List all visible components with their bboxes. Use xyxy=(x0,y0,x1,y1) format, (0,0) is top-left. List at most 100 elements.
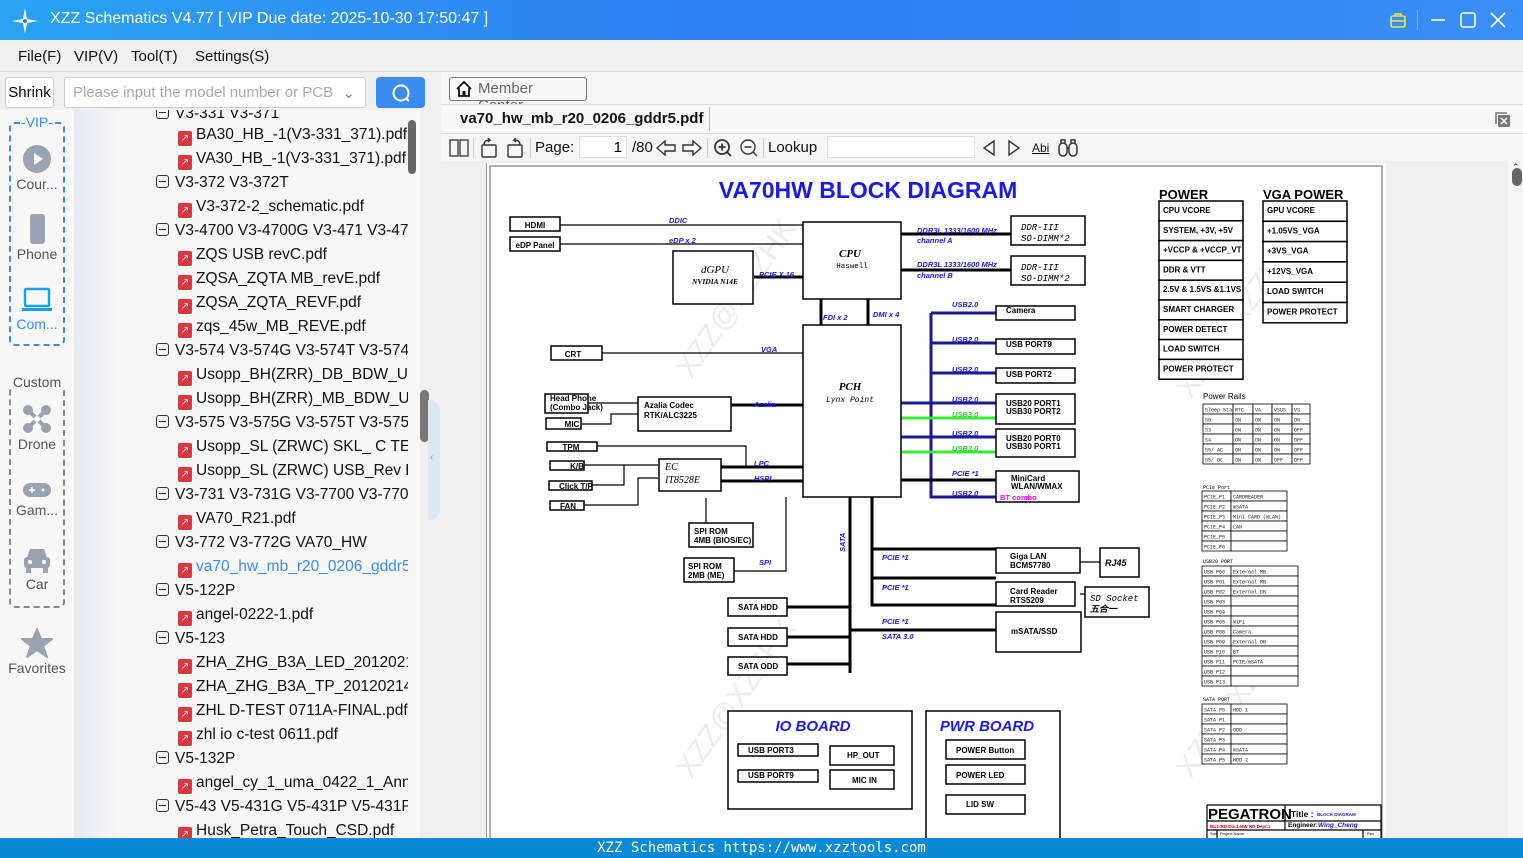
pdf-file-icon: ↗ xyxy=(178,299,192,314)
menu-file[interactable]: File(F) xyxy=(18,48,62,65)
member-center-button[interactable]: Member Center xyxy=(449,77,587,114)
tree-file-item[interactable]: ↗zhl io c-test 0611.pdf xyxy=(74,726,408,750)
collapse-icon[interactable] xyxy=(156,631,169,644)
collapse-icon[interactable] xyxy=(156,487,169,500)
lookup-input[interactable] xyxy=(827,136,975,158)
tree-file-item[interactable]: ↗ZQSA_ZQTA_REVF.pdf xyxy=(74,294,408,318)
svg-text:SD Socket: SD Socket xyxy=(1090,594,1139,604)
tree-file-item[interactable]: ↗ZHA_ZHG_B3A_TP_20120214A.pdf xyxy=(74,678,408,702)
sidebar-item-drone[interactable]: Drone xyxy=(0,404,74,452)
sidebar-item-courses[interactable]: Cour... xyxy=(0,144,74,192)
sidebar-item-car[interactable]: Car xyxy=(0,546,74,592)
tree-item-label: ZHA_ZHG_B3A_TP_20120214A.pdf xyxy=(196,678,408,695)
collapse-icon[interactable] xyxy=(156,535,169,548)
model-search-input[interactable]: Please input the model number or PCB⌄ xyxy=(64,77,366,108)
tree-file-item[interactable]: ↗ZQS USB revC.pdf xyxy=(74,246,408,270)
svg-text:USB PORT9: USB PORT9 xyxy=(1006,340,1052,349)
panel-scrollbar-thumb[interactable] xyxy=(420,390,429,442)
table-cell-text: ON xyxy=(1274,428,1280,434)
tree-group-item[interactable]: V3-772 V3-772G VA70_HW xyxy=(74,534,408,558)
shrink-button[interactable]: Shrink xyxy=(5,77,54,108)
two-page-view-icon[interactable] xyxy=(449,138,469,158)
tree-file-item[interactable]: ↗Usopp_BH(ZRR)_MB_BDW_ULT.pdf xyxy=(74,390,408,414)
pdf-file-icon: ↗ xyxy=(178,323,192,338)
table-cell-text: USB P11 xyxy=(1204,660,1225,666)
tree-group-item[interactable]: V3-574 V3-574G V3-574T V3-574TG xyxy=(74,342,408,366)
tree-file-item[interactable]: ↗va70_hw_mb_r20_0206_gddr5.pdf xyxy=(74,558,408,582)
close-button[interactable] xyxy=(1486,8,1510,32)
table-cell-text: VS xyxy=(1294,408,1300,414)
sidebar-item-favorites[interactable]: Favorites xyxy=(0,628,74,676)
tree-group-item[interactable]: V3-372 V3-372T xyxy=(74,174,408,198)
tree-group-item[interactable]: V5-122P xyxy=(74,582,408,606)
tree-file-item[interactable]: ↗VA70_R21.pdf xyxy=(74,510,408,534)
viewer-scrollbar-thumb[interactable] xyxy=(1512,168,1522,186)
svg-text:Giga LAN: Giga LAN xyxy=(1010,552,1047,561)
tree-file-item[interactable]: ↗zqs_45w_MB_REVE.pdf xyxy=(74,318,408,342)
scroll-up-icon[interactable]: ⌃ xyxy=(1512,162,1520,172)
tree-file-item[interactable]: ↗ZQSA_ZQTA MB_revE.pdf xyxy=(74,270,408,294)
document-tab[interactable]: va70_hw_mb_r20_0206_gddr5.pdf xyxy=(460,110,704,127)
vip-bag-icon[interactable] xyxy=(1386,8,1410,32)
tree-file-item[interactable]: ↗ZHL D-TEST 0711A-FINAL.pdf xyxy=(74,702,408,726)
sidebar-item-computer[interactable]: Com... xyxy=(0,286,74,332)
page-number-input[interactable]: 1 xyxy=(579,136,627,158)
tree-file-item[interactable]: ↗angel-0222-1.pdf xyxy=(74,606,408,630)
tree-group-item[interactable]: V5-132P xyxy=(74,750,408,774)
table-cell-text: External MB xyxy=(1233,580,1266,586)
rotate-right-icon[interactable] xyxy=(505,138,525,158)
rotate-left-icon[interactable] xyxy=(479,138,499,158)
collapse-icon[interactable] xyxy=(156,223,169,236)
search-button[interactable] xyxy=(376,77,425,108)
collapse-icon[interactable] xyxy=(156,751,169,764)
collapse-icon[interactable] xyxy=(156,415,169,428)
tree-file-item[interactable]: ↗angel_cy_1_uma_0422_1_Annie_ xyxy=(74,774,408,798)
tree-group-item[interactable]: V5-123 xyxy=(74,630,408,654)
tree-item-label: angel-0222-1.pdf xyxy=(196,606,314,623)
next-page-arrow-icon[interactable] xyxy=(682,138,702,158)
close-all-tabs-icon[interactable] xyxy=(1493,110,1511,133)
tree-file-item[interactable]: ↗V3-372-2_schematic.pdf xyxy=(74,198,408,222)
tree-file-item[interactable]: ↗Usopp_BH(ZRR)_DB_BDW_ULT.pdf xyxy=(74,366,408,390)
tree-group-item[interactable]: V3-4700 V3-4700G V3-471 V3-471G xyxy=(74,222,408,246)
minimize-button[interactable] xyxy=(1426,8,1450,32)
collapse-icon[interactable] xyxy=(156,799,169,812)
tree-file-item[interactable]: ↗ZHA_ZHG_B3A_LED_20120215A xyxy=(74,654,408,678)
collapse-icon[interactable] xyxy=(156,583,169,596)
menu-vip[interactable]: VIP(V) xyxy=(74,48,119,65)
sidebar-item-phone[interactable]: Phone xyxy=(0,214,74,262)
table-cell-text: S5/ AC xyxy=(1205,448,1223,454)
collapse-icon[interactable] xyxy=(156,175,169,188)
tree-scrollbar-thumb[interactable] xyxy=(408,120,416,174)
tree-group-item[interactable]: V3-731 V3-731G V3-7700 V3-7700G xyxy=(74,486,408,510)
chevron-down-icon[interactable]: ⌄ xyxy=(342,85,355,102)
tree-group-item[interactable]: V5-43 V5-431G V5-431P V5-431PG xyxy=(74,798,408,822)
maximize-button[interactable] xyxy=(1456,8,1480,32)
tree-group-item[interactable]: V3-331 V3-371 xyxy=(74,110,408,129)
tree-file-item[interactable]: ↗Husk_Petra_Touch_CSD.pdf xyxy=(74,822,408,838)
collapse-icon[interactable] xyxy=(156,343,169,356)
tree-file-item[interactable]: ↗BA30_HB_-1(V3-331_371).pdf xyxy=(74,126,408,150)
tree-file-item[interactable]: ↗Usopp_SL (ZRWC) USB_Rev B 07 xyxy=(74,462,408,486)
tree-item-label: V3-574 V3-574G V3-574T V3-574TG xyxy=(175,342,408,359)
zoom-out-icon[interactable] xyxy=(739,138,759,158)
collapse-panel-handle[interactable]: ‹ xyxy=(428,400,440,520)
match-case-toggle[interactable]: Abi xyxy=(1032,141,1050,155)
tree-file-item[interactable]: ↗Usopp_SL (ZRWC) SKL_ C TEST 0 xyxy=(74,438,408,462)
sidebar-item-games[interactable]: Gam... xyxy=(0,480,74,518)
find-next-icon[interactable] xyxy=(1006,138,1022,158)
menu-tool[interactable]: Tool(T) xyxy=(131,48,178,65)
tree-file-item[interactable]: ↗VA30_HB_-1(V3-331_371).pdf xyxy=(74,150,408,174)
table-cell xyxy=(1230,665,1299,677)
zoom-in-icon[interactable] xyxy=(713,138,733,158)
binoculars-icon[interactable] xyxy=(1058,138,1078,158)
tree-group-item[interactable]: V3-575 V3-575G V3-575T V3-575TG xyxy=(74,414,408,438)
bus-labels: DDIC eDP x 2 PCIE X 16 VGA DDR3L 1333/16… xyxy=(669,216,997,641)
table-cell-text: ON xyxy=(1235,438,1241,444)
tree-item-label: VA70_R21.pdf xyxy=(196,510,296,527)
menu-settings[interactable]: Settings(S) xyxy=(195,48,270,65)
find-previous-icon[interactable] xyxy=(981,138,997,158)
previous-page-arrow-icon[interactable] xyxy=(656,138,676,158)
collapse-icon[interactable] xyxy=(156,110,169,119)
